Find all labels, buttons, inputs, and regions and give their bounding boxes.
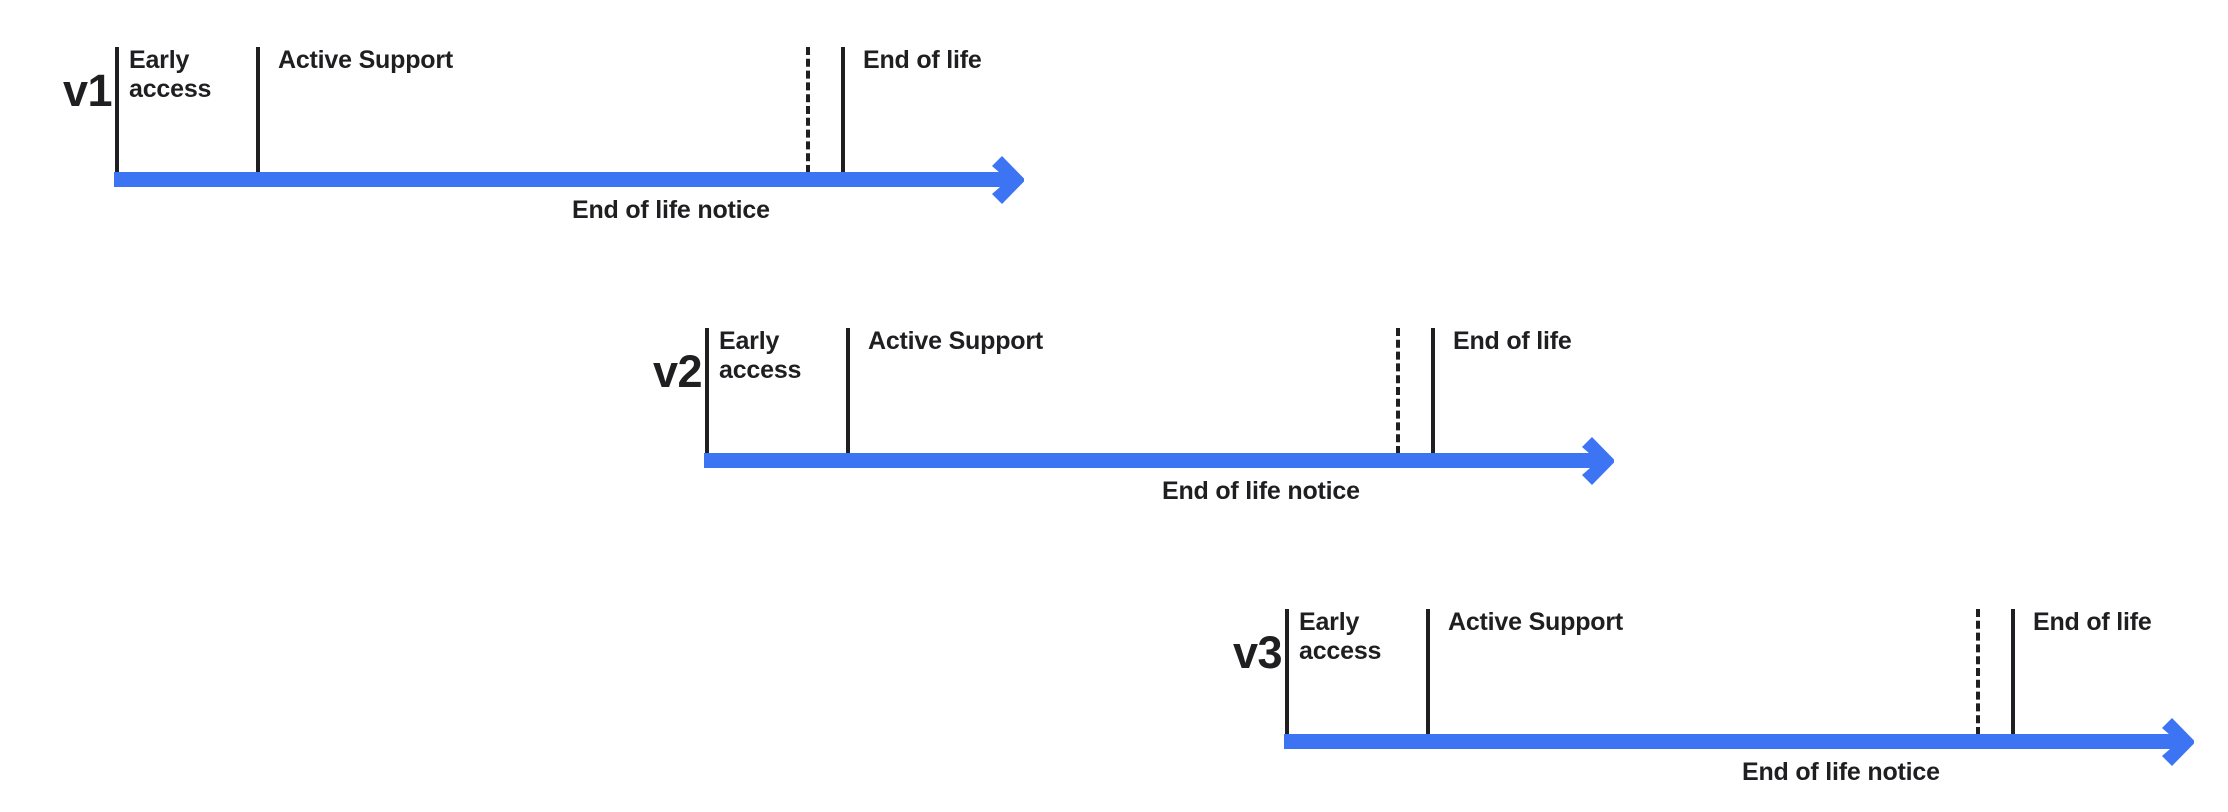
version-label-v2: v2 (652, 346, 703, 397)
phase-divider-eol-notice-v2 (1396, 328, 1400, 454)
timeline-bar-v3 (1284, 734, 2178, 749)
timeline-bar-v1 (114, 172, 1008, 187)
phase-divider-end-of-life-start-v2 (1431, 328, 1435, 454)
phase-label-active-support-v2: Active Support (868, 327, 1043, 355)
notice-label-v2: End of life notice (1162, 477, 1360, 505)
phase-divider-active-support-start-v3 (1426, 609, 1430, 735)
phase-divider-eol-notice-v1 (806, 47, 810, 173)
notice-label-v3: End of life notice (1742, 758, 1940, 786)
phase-label-end-of-life-v3: End of life (2033, 608, 2152, 636)
version-label-v3: v3 (1232, 627, 1283, 678)
phase-divider-end-of-life-start-v1 (841, 47, 845, 173)
arrow-right-icon (2142, 706, 2214, 778)
phase-label-early-access-v2: Early access (719, 327, 802, 385)
phase-divider-early-access-start-v1 (115, 47, 119, 173)
notice-label-v1: End of life notice (572, 196, 770, 224)
version-label-v1: v1 (62, 65, 113, 116)
timeline-row-v1: v1 Early access Active Support End of li… (30, 20, 1130, 250)
timeline-row-v2: v2 Early access Active Support End of li… (620, 301, 1720, 531)
phase-divider-end-of-life-start-v3 (2011, 609, 2015, 735)
arrow-right-icon (1562, 425, 1634, 497)
phase-divider-early-access-start-v2 (705, 328, 709, 454)
phase-label-end-of-life-v2: End of life (1453, 327, 1572, 355)
phase-label-end-of-life-v1: End of life (863, 46, 982, 74)
timeline-row-v3: v3 Early access Active Support End of li… (1200, 582, 2228, 812)
phase-label-active-support-v1: Active Support (278, 46, 453, 74)
timeline-bar-v2 (704, 453, 1598, 468)
phase-divider-active-support-start-v2 (846, 328, 850, 454)
arrow-right-icon (972, 144, 1044, 216)
phase-label-early-access-v1: Early access (129, 46, 212, 104)
phase-divider-early-access-start-v3 (1285, 609, 1289, 735)
phase-label-active-support-v3: Active Support (1448, 608, 1623, 636)
phase-divider-active-support-start-v1 (256, 47, 260, 173)
phase-label-early-access-v3: Early access (1299, 608, 1382, 666)
phase-divider-eol-notice-v3 (1976, 609, 1980, 735)
